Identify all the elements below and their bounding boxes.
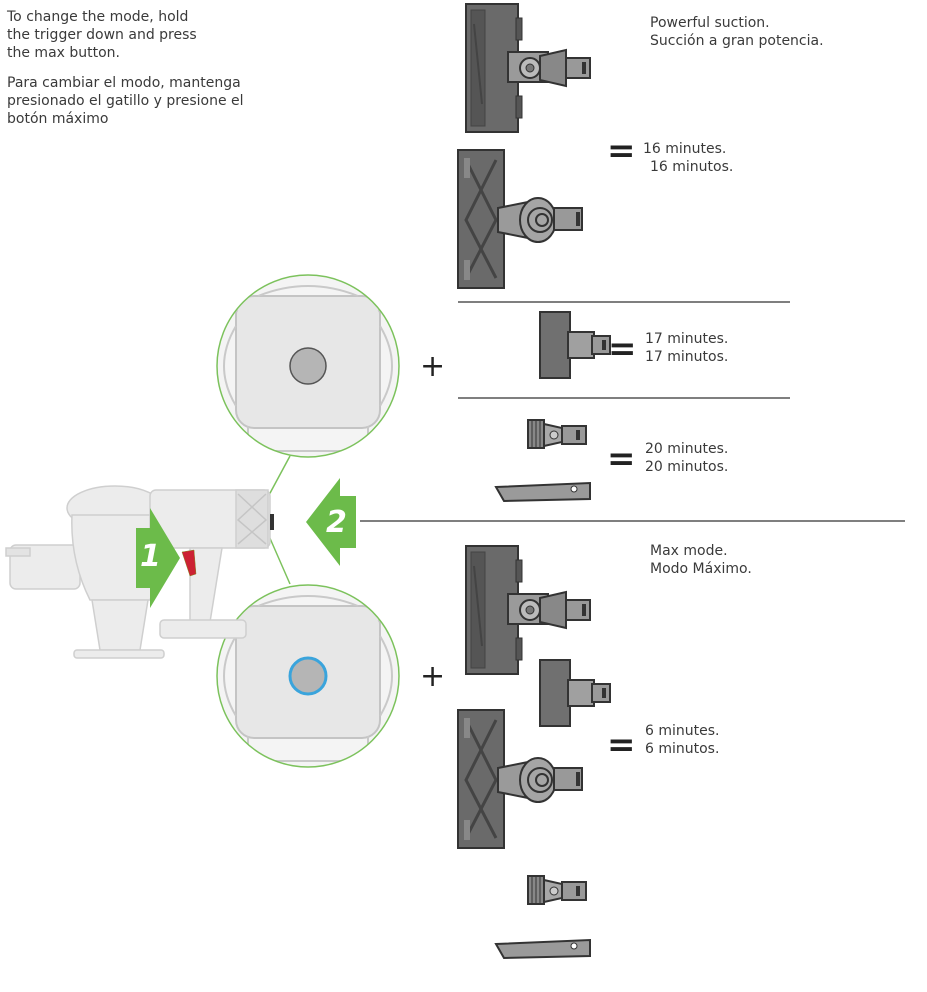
max-runtime-en: 6 minutes. bbox=[645, 723, 720, 739]
step-2-label: 2 bbox=[326, 505, 347, 540]
vacuum-handheld-icon bbox=[5, 485, 271, 659]
equals-sign: = bbox=[607, 439, 636, 479]
mini-motorized-tool-icon bbox=[539, 311, 611, 379]
max-title-es: Modo Máximo. bbox=[650, 561, 752, 577]
max-runtime-es: 6 minutos. bbox=[645, 741, 720, 757]
soft-roller-head-icon bbox=[456, 148, 584, 290]
zoom-detail-normal bbox=[216, 274, 400, 458]
motorhead-tool-icon bbox=[465, 3, 591, 133]
mini-motorized-tool-icon bbox=[539, 659, 611, 727]
max-button-active-icon bbox=[288, 656, 328, 696]
motorhead-tool-icon bbox=[465, 545, 591, 675]
step-1-label: 1 bbox=[140, 539, 161, 574]
max-button-marker bbox=[270, 514, 274, 530]
crevice-tool-icon bbox=[495, 482, 591, 502]
equals-sign: = bbox=[607, 725, 636, 765]
max-button-icon bbox=[289, 347, 327, 385]
equals-sign: = bbox=[607, 131, 636, 171]
trigger-icon bbox=[181, 549, 197, 577]
step-1-arrow-icon bbox=[136, 508, 180, 608]
runtime-es: 20 minutos. bbox=[645, 459, 729, 475]
plus-sign: + bbox=[420, 349, 446, 384]
runtime-es: 17 minutos. bbox=[645, 349, 729, 365]
combination-tool-icon bbox=[527, 875, 587, 905]
runtime-en: 20 minutes. bbox=[645, 441, 729, 457]
powerful-title-es: Succión a gran potencia. bbox=[650, 33, 824, 49]
runtime-es: 16 minutos. bbox=[650, 159, 734, 175]
crevice-tool-icon bbox=[495, 939, 591, 959]
equals-sign: = bbox=[608, 329, 637, 369]
zoom-detail-max bbox=[216, 584, 400, 768]
step-2-arrow-icon bbox=[306, 478, 356, 566]
soft-roller-head-icon bbox=[456, 708, 584, 850]
runtime-en: 16 minutes. bbox=[643, 141, 727, 157]
max-title-en: Max mode. bbox=[650, 543, 728, 559]
powerful-title-en: Powerful suction. bbox=[650, 15, 770, 31]
combination-tool-icon bbox=[527, 419, 587, 449]
runtime-en: 17 minutes. bbox=[645, 331, 729, 347]
instruction-english: To change the mode, hold the trigger dow… bbox=[7, 9, 197, 61]
instruction-spanish: Para cambiar el modo, mantenga presionad… bbox=[7, 75, 244, 127]
plus-sign: + bbox=[420, 659, 446, 694]
